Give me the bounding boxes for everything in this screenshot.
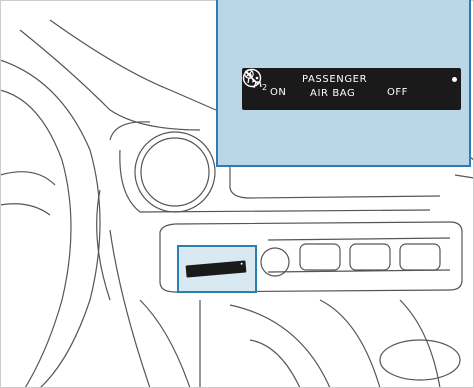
indicator-location-highlight [177,245,257,293]
airbag-label: AIR BAG [310,88,355,99]
child-seat-airbag-off-icon: 2 [242,68,268,92]
off-symbol-subscript: 2 [262,83,267,92]
mini-status-dot [241,263,243,265]
status-indicator-light [452,77,457,82]
passenger-label: PASSENGER [302,74,367,85]
airbag-indicator-callout: ON PASSENGER AIR BAG OFF 2 [216,0,471,167]
mini-airbag-indicator [186,260,247,277]
passenger-airbag-indicator: ON PASSENGER AIR BAG OFF 2 [242,68,461,110]
airbag-on-label: ON [270,87,286,98]
airbag-off-label: OFF [387,87,408,98]
